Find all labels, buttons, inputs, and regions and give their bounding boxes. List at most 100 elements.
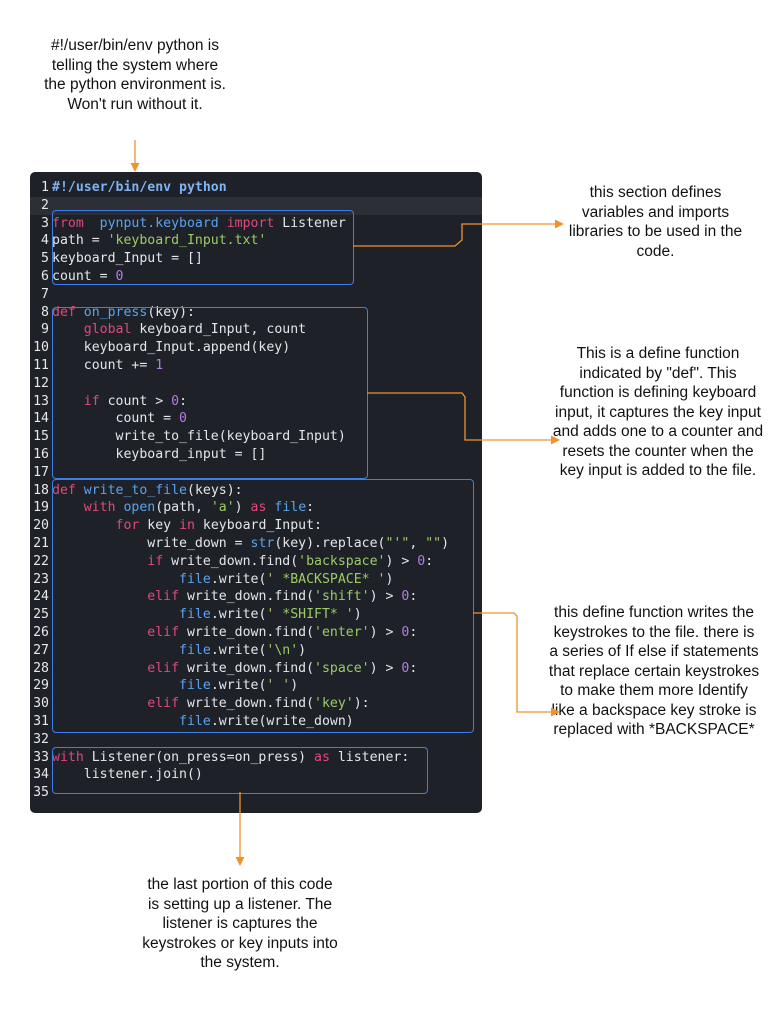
line-number: 15 — [33, 429, 49, 445]
code-token: 'key' — [314, 696, 354, 712]
code-text: with Listener(on_press=on_press) as list… — [52, 749, 409, 767]
annotation-variables: this section defines variables and impor… — [568, 184, 743, 260]
line-number: 27 — [33, 642, 49, 658]
line-number: 13 — [33, 393, 49, 409]
code-line: 30 elif write_down.find('key'): — [30, 695, 482, 713]
code-token: 'keyboard_Input.txt' — [107, 233, 267, 249]
line-number: 32 — [33, 731, 49, 747]
code-token: path = — [52, 233, 108, 249]
code-token: : — [409, 660, 418, 676]
code-token: 'a' — [210, 500, 235, 516]
code-token: : — [306, 500, 315, 516]
line-number: 26 — [33, 625, 49, 640]
line-number: 9 — [41, 322, 49, 338]
code-token: elif — [147, 589, 180, 605]
code-token: ) — [385, 571, 394, 587]
line-number: 7 — [41, 286, 49, 302]
code-line: 19 with open(path, 'a') as file: — [30, 499, 482, 517]
line-number: 20 — [33, 518, 49, 534]
line-number: 5 — [41, 251, 49, 267]
code-text: file.write(write_down) — [52, 713, 354, 731]
code-text: def write_to_file(keys): — [52, 482, 243, 500]
code-token: Listener(on_press=on_press) — [83, 749, 315, 765]
code-line: 29 file.write(' ') — [30, 677, 482, 695]
code-token: count = — [52, 269, 116, 284]
line-number: 1 — [41, 180, 49, 195]
code-token: write_to_file — [83, 482, 187, 498]
code-line: 7 — [30, 286, 482, 304]
code-token: global — [83, 322, 132, 338]
code-token: import — [226, 215, 275, 231]
code-token: , — [409, 536, 426, 551]
code-token: keyboard_Input.append(key) — [52, 340, 291, 356]
line-number: 18 — [33, 482, 49, 498]
code-token: def — [52, 304, 76, 320]
line-number: 35 — [33, 785, 49, 801]
code-text: with open(path, 'a') as file: — [52, 499, 314, 517]
code-text: def on_press(key): — [52, 304, 195, 322]
code-token: write_down = — [52, 536, 251, 551]
code-token: ) > — [369, 625, 402, 640]
arrow-variables — [353, 223, 556, 247]
code-line: 10 keyboard_Input.append(key) — [30, 339, 482, 357]
code-text: file.write('\n') — [52, 642, 306, 660]
code-line: 11 count += 1 — [30, 357, 482, 375]
code-token: 1 — [155, 358, 164, 373]
code-line: 34 listener.join() — [30, 766, 482, 784]
code-token: write_down.find( — [179, 589, 315, 605]
code-line: 1#!/user/bin/env python — [30, 179, 482, 197]
code-line: 32 — [30, 731, 482, 749]
code-token: count = — [52, 411, 180, 427]
code-text: keyboard_Input.append(key) — [52, 339, 290, 357]
code-line: 20 for key in keyboard_Input: — [30, 517, 482, 535]
arrowhead-listener — [235, 857, 245, 866]
code-token: ) — [290, 678, 299, 694]
code-token: write_down.find( — [179, 696, 315, 712]
code-text: file.write(' ') — [52, 677, 298, 695]
line-number: 31 — [33, 714, 49, 729]
code-token: elif — [147, 660, 180, 676]
code-token: 'space' — [314, 660, 370, 676]
code-token: pynput.keyboard — [99, 215, 219, 231]
code-token: ' ' — [266, 678, 291, 694]
code-text: elif write_down.find('enter') > 0: — [52, 624, 417, 642]
code-token: def — [52, 482, 76, 498]
code-token: "'" — [385, 536, 410, 551]
code-token: file — [179, 642, 211, 658]
code-text: #!/user/bin/env python — [52, 179, 227, 197]
annotation-shebang: #!/user/bin/env python is telling the sy… — [44, 37, 226, 113]
arrow-write-to-file — [473, 612, 552, 713]
line-number: 29 — [33, 678, 49, 694]
code-token: if — [83, 393, 100, 409]
code-token: .write( — [210, 571, 267, 587]
line-number: 22 — [33, 553, 49, 569]
code-token: (keys): — [187, 482, 243, 498]
code-token: 0 — [171, 393, 180, 409]
line-number: 24 — [33, 589, 49, 605]
annotation-on-press: This is a define function indicated by "… — [552, 345, 764, 479]
line-number: 10 — [33, 340, 49, 356]
code-token: .write( — [210, 642, 267, 658]
line-number: 17 — [33, 464, 49, 480]
code-token: write_down.find( — [179, 660, 315, 676]
code-line: 9 global keyboard_Input, count — [30, 321, 482, 339]
code-token: 0 — [401, 589, 410, 605]
code-token: ' *BACKSPACE* ' — [266, 571, 386, 587]
line-number: 14 — [33, 411, 49, 427]
code-token: : — [409, 589, 418, 605]
line-number: 28 — [33, 660, 49, 676]
code-text: global keyboard_Input, count — [52, 321, 306, 339]
code-token: file — [179, 607, 211, 623]
box-write-to-file-function — [52, 479, 474, 733]
code-text: count += 1 — [52, 357, 163, 375]
code-token: keyboard_Input, count — [131, 322, 307, 338]
code-token: from — [52, 215, 84, 231]
code-token: 'shift' — [314, 589, 370, 605]
code-line: 25 file.write(' *SHIFT* ') — [30, 606, 482, 624]
code-token: keyboard_Input: — [194, 518, 322, 534]
code-token: .write(write_down) — [210, 714, 354, 729]
code-text: file.write(' *BACKSPACE* ') — [52, 571, 393, 589]
code-token: ) > — [369, 589, 402, 605]
code-token: ) > — [369, 660, 402, 676]
